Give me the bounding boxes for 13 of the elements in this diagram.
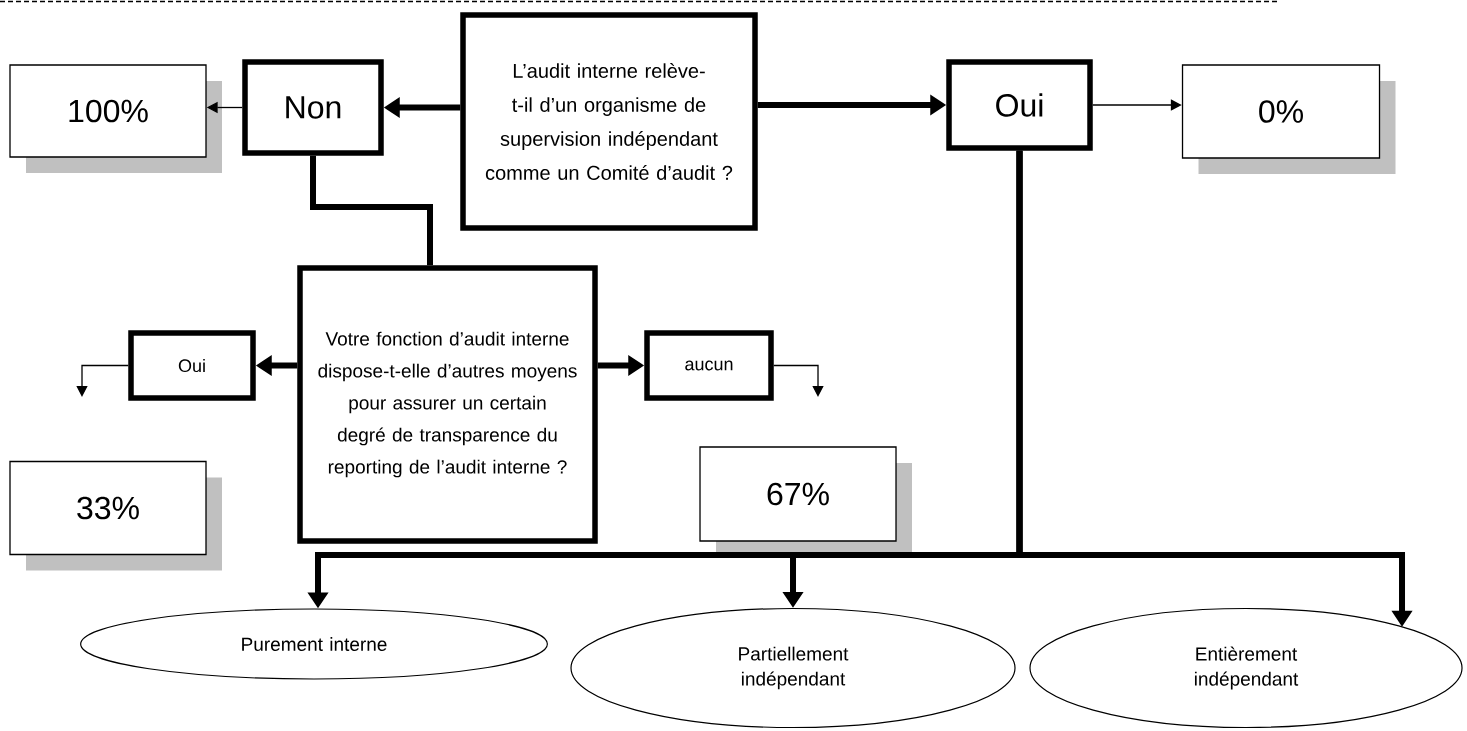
question-box: Votre fonction d’audit interne dispose-t-elle d’autres moyens pour assurer un certain degré de transparence du reporting de l’audit interne ? (297, 265, 598, 544)
percentage-box: 33% (9, 460, 222, 571)
percentage-box: 67% (699, 446, 912, 557)
percentage-box: 100% (9, 64, 222, 173)
choice-box: aucun (644, 330, 774, 401)
question-box: L’audit interne relève-t-il d’un organisme de supervision indépendant comme un Comité d’audit ? (460, 12, 758, 231)
choice-box: Non (242, 59, 384, 156)
percentage-box: 0% (1181, 64, 1396, 174)
choice-box: Oui (128, 330, 256, 401)
choice-box: Oui (946, 59, 1093, 151)
arrow (773, 364, 824, 397)
arrow (76, 364, 129, 397)
arrow (1092, 99, 1182, 111)
